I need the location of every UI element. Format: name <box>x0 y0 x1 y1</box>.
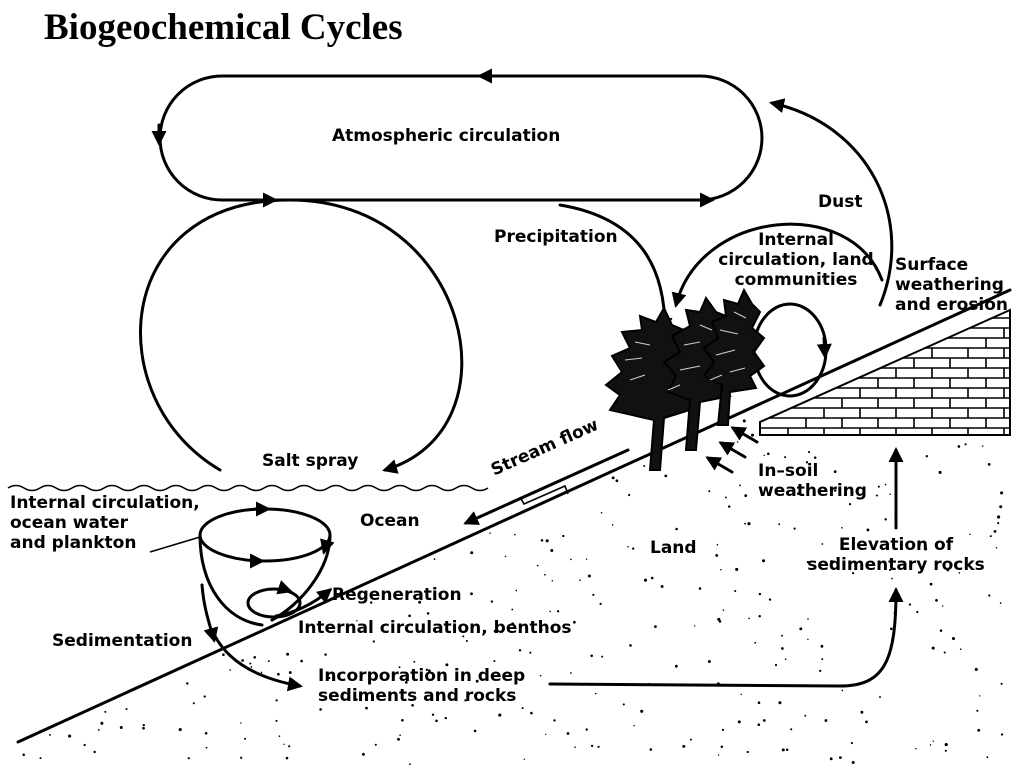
label-line: Internal <box>758 230 834 250</box>
label-line: sedimentary rocks <box>807 555 985 575</box>
label-line: weathering <box>895 275 1004 295</box>
page-title: Biogeochemical Cycles <box>44 7 403 48</box>
label-internal-circulation-land: Internal circulation, land communities <box>708 230 884 290</box>
land-ground <box>16 288 1012 768</box>
label-sedimentation: Sedimentation <box>52 631 193 651</box>
label-line: circulation, land <box>718 250 874 270</box>
label-line: Elevation of <box>838 535 954 555</box>
regeneration-arrow <box>274 588 333 618</box>
deep-sediment-arrow <box>548 587 904 688</box>
soil-loop <box>752 302 832 398</box>
sedimentary-rocks <box>759 308 1011 436</box>
label-ocean: Ocean <box>360 511 420 531</box>
label-incorporation: Incorporation in deep sediments and rock… <box>318 666 525 706</box>
land-circulation-arrow <box>671 222 884 308</box>
label-internal-circulation-ocean: Internal circulation, ocean water and pl… <box>10 493 200 553</box>
label-line: communities <box>734 270 858 290</box>
label-regeneration: Regeneration <box>332 585 462 605</box>
label-dust: Dust <box>818 192 863 212</box>
label-line: In–soil <box>758 461 819 481</box>
label-line: Surface <box>895 255 969 275</box>
label-line: Incorporation in deep <box>318 666 526 686</box>
incorporation-arrow <box>210 628 303 692</box>
ocean-surface <box>7 484 489 492</box>
precipitation-arrow <box>558 203 673 333</box>
label-precipitation: Precipitation <box>494 227 618 247</box>
stream-flow-arrow <box>463 448 630 525</box>
dust-arrow <box>769 98 894 307</box>
label-line: sediments and rocks <box>318 686 517 706</box>
label-land: Land <box>650 538 697 558</box>
label-salt-spray: Salt spray <box>262 451 359 471</box>
label-atmospheric-circulation: Atmospheric circulation <box>332 126 561 146</box>
label-line: weathering <box>758 481 867 501</box>
salt-spray-arrow <box>138 198 464 474</box>
label-line: ocean water <box>10 513 128 533</box>
in-soil-weathering-arrows <box>705 426 759 474</box>
label-line: and erosion <box>895 295 1008 315</box>
label-elevation: Elevation of sedimentary rocks <box>796 535 996 575</box>
label-internal-circulation-benthos: Internal circulation, benthos <box>298 618 572 638</box>
label-line: and plankton <box>10 533 137 553</box>
trees <box>604 287 766 471</box>
sedimentation-arrow <box>200 583 219 643</box>
label-surface-weathering: Surface weathering and erosion <box>895 255 1008 315</box>
label-line: Internal circulation, <box>10 493 200 513</box>
label-in-soil-weathering: In–soil weathering <box>758 461 867 501</box>
